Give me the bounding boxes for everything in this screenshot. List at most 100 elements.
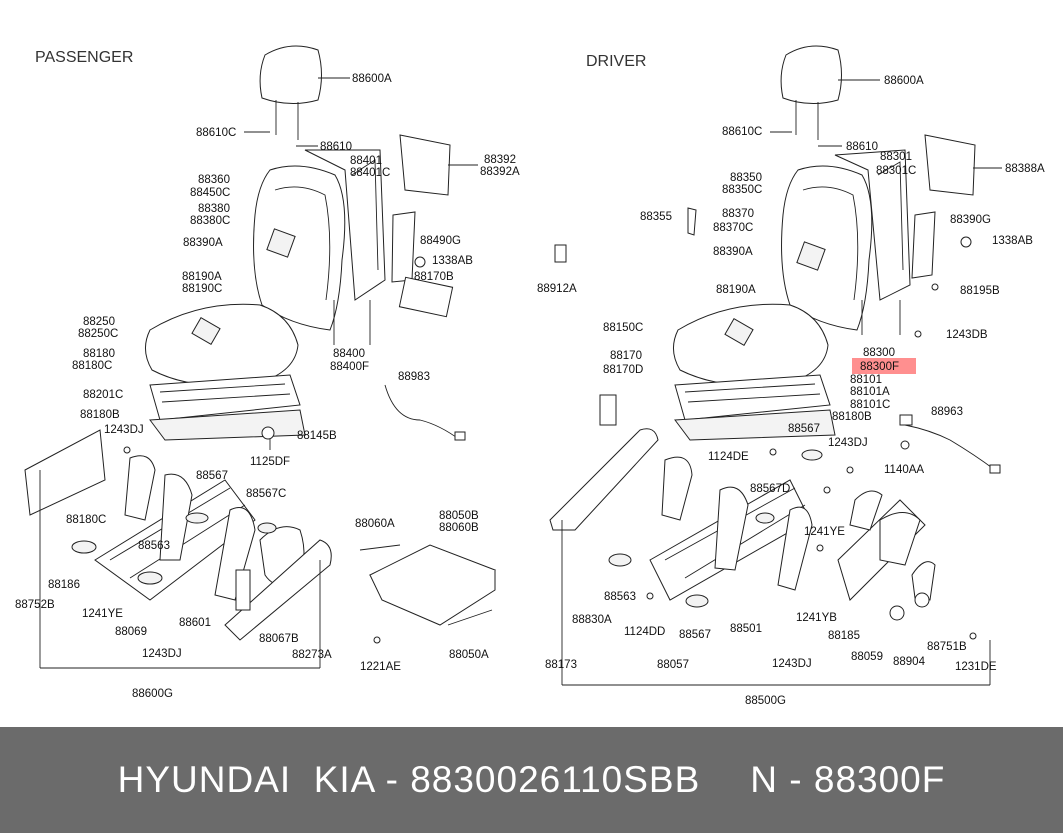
part-label: 88301 bbox=[880, 151, 912, 163]
part-label: 88600G bbox=[132, 688, 173, 700]
part-label: 88150C bbox=[603, 322, 643, 334]
part-label: 88380 bbox=[198, 203, 230, 215]
part-label: 88250C bbox=[78, 328, 118, 340]
part-label: 88567 bbox=[679, 629, 711, 641]
part-label: 88180B bbox=[80, 409, 120, 421]
part-label: 88563 bbox=[138, 540, 170, 552]
part-label: 88180B bbox=[832, 411, 872, 423]
part-label: 88170D bbox=[603, 364, 643, 376]
part-label: 88752B bbox=[15, 599, 55, 611]
part-label: 88060A bbox=[355, 518, 395, 530]
part-label: 88273A bbox=[292, 649, 332, 661]
part-label: 1243DJ bbox=[772, 658, 812, 670]
part-label: 88067B bbox=[259, 633, 299, 645]
part-label: 88610 bbox=[846, 141, 878, 153]
part-label: 88370 bbox=[722, 208, 754, 220]
part-label: 1241YE bbox=[82, 608, 123, 620]
part-label: 88170B bbox=[414, 271, 454, 283]
part-label: 88390G bbox=[950, 214, 991, 226]
part-label: 1243DB bbox=[946, 329, 988, 341]
part-label: 1241YB bbox=[796, 612, 837, 624]
part-label: 88057 bbox=[657, 659, 689, 671]
part-label: 88360 bbox=[198, 174, 230, 186]
part-label: 1338AB bbox=[992, 235, 1033, 247]
part-label: 88610 bbox=[320, 141, 352, 153]
part-label: 88350C bbox=[722, 184, 762, 196]
part-label: 88567D bbox=[750, 483, 790, 495]
part-label: 88563 bbox=[604, 591, 636, 603]
exploded-seat-diagram: PASSENGER DRIVER bbox=[15, 45, 1045, 707]
part-label: 88173 bbox=[545, 659, 577, 671]
part-label: 1241YE bbox=[804, 526, 845, 538]
part-label: 88392 bbox=[484, 154, 516, 166]
part-label: 88567 bbox=[788, 423, 820, 435]
part-label: 88912A bbox=[537, 283, 577, 295]
part-label: 1124DE bbox=[708, 451, 749, 463]
passenger-labels: 88600A 88610C 88610 88401 88401C 88392 8… bbox=[15, 73, 520, 700]
part-number: HYUNDAI KIA - 8830026110SBB bbox=[117, 759, 701, 800]
part-label: 88101 bbox=[850, 374, 882, 386]
part-label: 88301C bbox=[876, 165, 916, 177]
reference-number: N - 88300F bbox=[750, 759, 946, 800]
part-label: 88567C bbox=[246, 488, 286, 500]
part-label: 88610C bbox=[722, 126, 762, 138]
part-label: 88355 bbox=[640, 211, 672, 223]
part-label: 88400F bbox=[330, 361, 369, 373]
part-number-bar: HYUNDAI KIA - 8830026110SBB N - 88300F bbox=[0, 727, 1063, 833]
part-label: 88751B bbox=[927, 641, 967, 653]
part-label: 88600A bbox=[352, 73, 392, 85]
part-label: 1243DJ bbox=[828, 437, 868, 449]
part-label: 88050B bbox=[439, 510, 479, 522]
part-label: 88390A bbox=[713, 246, 753, 258]
part-label: 88388A bbox=[1005, 163, 1045, 175]
part-label: 88610C bbox=[196, 127, 236, 139]
part-label: 88185 bbox=[828, 630, 860, 642]
part-label: 88490G bbox=[420, 235, 461, 247]
leader-lines bbox=[39, 77, 1002, 686]
part-label: 88380C bbox=[190, 215, 230, 227]
part-label: 88567 bbox=[196, 470, 228, 482]
part-label: 88392A bbox=[480, 166, 520, 178]
part-label: 1338AB bbox=[432, 255, 473, 267]
parts-diagram: PASSENGER DRIVER bbox=[15, 45, 1045, 707]
part-label: 88370C bbox=[713, 222, 753, 234]
part-label: 88983 bbox=[398, 371, 430, 383]
part-label: 1243DJ bbox=[142, 648, 182, 660]
part-label: 88401 bbox=[350, 155, 382, 167]
part-label: 88180C bbox=[66, 514, 106, 526]
part-label: 88190A bbox=[716, 284, 756, 296]
part-label: 88600A bbox=[884, 75, 924, 87]
part-label: 88180 bbox=[83, 348, 115, 360]
part-label: 88300 bbox=[863, 347, 895, 359]
part-label: 88186 bbox=[48, 579, 80, 591]
section-title-driver: DRIVER bbox=[586, 53, 646, 70]
part-label: 88601 bbox=[179, 617, 211, 629]
part-label: 88190A bbox=[182, 271, 222, 283]
part-label: 88101C bbox=[850, 399, 890, 411]
part-label: 88069 bbox=[115, 626, 147, 638]
part-label: 88350 bbox=[730, 172, 762, 184]
part-label: 1221AE bbox=[360, 661, 401, 673]
part-label: 88059 bbox=[851, 651, 883, 663]
part-label: 88101A bbox=[850, 386, 890, 398]
part-label: 88195B bbox=[960, 285, 1000, 297]
part-label: 88170 bbox=[610, 350, 642, 362]
part-label: 88450C bbox=[190, 187, 230, 199]
part-label: 88250 bbox=[83, 316, 115, 328]
part-label: 88050A bbox=[449, 649, 489, 661]
part-label: 1231DE bbox=[955, 661, 997, 673]
part-label: 1243DJ bbox=[104, 424, 144, 436]
part-label: 88300F bbox=[860, 361, 899, 373]
part-label: 1140AA bbox=[884, 464, 924, 476]
part-label: 1125DF bbox=[250, 456, 290, 468]
part-label: 88401C bbox=[350, 167, 390, 179]
passenger-seat-drawing bbox=[24, 45, 497, 644]
part-label: 88060B bbox=[439, 522, 479, 534]
part-label: 88201C bbox=[83, 389, 123, 401]
part-label: 88904 bbox=[893, 656, 926, 668]
part-label: 88500G bbox=[745, 695, 786, 707]
driver-seat-drawing bbox=[549, 45, 1001, 640]
part-label: 88180C bbox=[72, 360, 112, 372]
part-label: 1124DD bbox=[624, 626, 665, 638]
part-label: 88390A bbox=[183, 237, 223, 249]
